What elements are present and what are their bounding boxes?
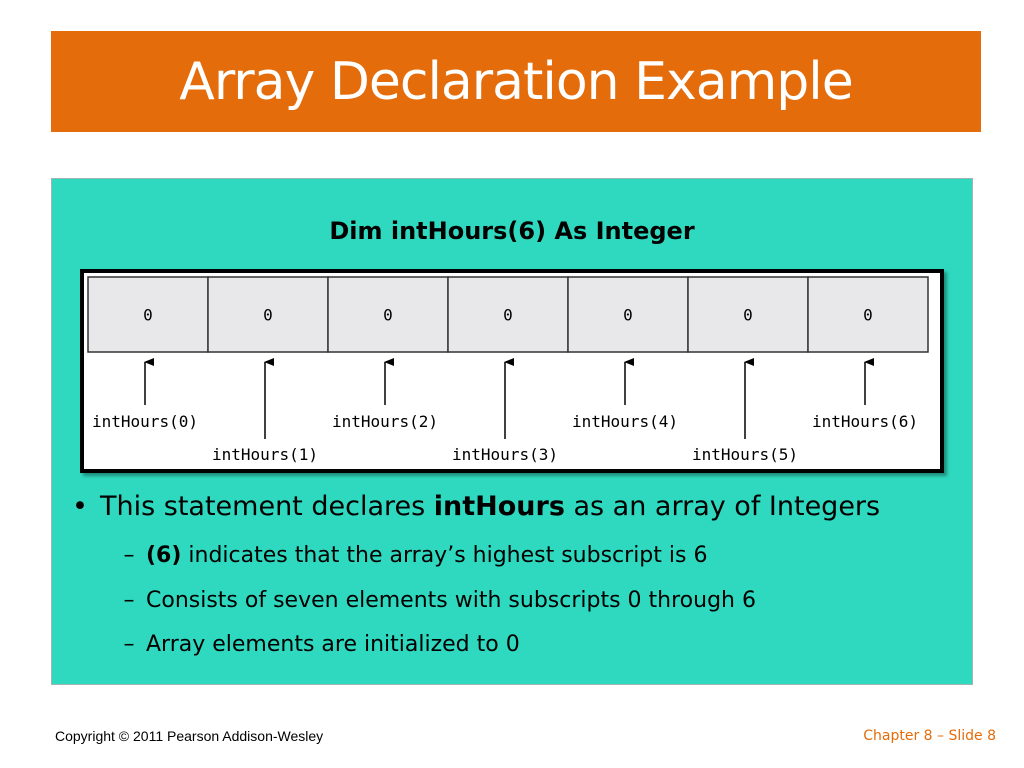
array-cell <box>567 276 689 353</box>
array-cell <box>327 276 449 353</box>
bullet-main: • This statement declares intHours as an … <box>60 491 880 522</box>
array-cell-value: 0 <box>623 306 633 325</box>
element-label: intHours(5) <box>692 445 798 464</box>
array-cell-value: 0 <box>863 306 873 325</box>
array-cell-value: 0 <box>503 306 513 325</box>
sub-bullet-1: –(6) indicates that the array’s highest … <box>112 543 708 568</box>
bullet-marker: • <box>72 491 88 522</box>
element-label: intHours(2) <box>332 412 438 431</box>
element-label: intHours(6) <box>812 412 918 431</box>
element-label: intHours(1) <box>212 445 318 464</box>
array-cell <box>807 276 929 353</box>
array-cell-value: 0 <box>383 306 393 325</box>
slide-title: Array Declaration Example <box>179 51 853 112</box>
footer-slide-number: Chapter 8 – Slide 8 <box>863 728 996 744</box>
array-cell <box>447 276 569 353</box>
bullet-text-after: as an array of Integers <box>564 491 881 522</box>
bullet-text-before: This statement declares <box>100 491 434 522</box>
title-bar: Array Declaration Example <box>51 31 981 132</box>
sub-bullet-3: –Array elements are initialized to 0 <box>112 632 520 657</box>
element-label: intHours(4) <box>572 412 678 431</box>
array-cell-value: 0 <box>143 306 153 325</box>
array-cell <box>687 276 809 353</box>
sub-bullet-2: –Consists of seven elements with subscri… <box>112 588 756 613</box>
array-cell-value: 0 <box>263 306 273 325</box>
array-cell-value: 0 <box>743 306 753 325</box>
code-line: Dim intHours(6) As Integer <box>329 217 695 245</box>
sub-bullet-dash: – <box>123 588 135 613</box>
sub-bullet-text: Consists of seven elements with subscrip… <box>146 588 756 613</box>
sub-bullet-text: indicates that the array’s highest subsc… <box>181 543 708 568</box>
array-diagram-svg: 0 intHours(0) 0 intHours(1) 0 intHours(2) 0 int… <box>87 276 929 464</box>
array-cell <box>207 276 329 353</box>
element-label: intHours(3) <box>452 445 558 464</box>
sub-bullet-bold: (6) <box>146 543 182 568</box>
array-diagram: 0 intHours(0) 0 intHours(1) 0 intHours(2) 0 int… <box>80 269 944 473</box>
sub-bullet-dash: – <box>123 543 135 568</box>
footer-copyright: Copyright © 2011 Pearson Addison-Wesley <box>55 728 324 744</box>
array-cell <box>87 276 209 353</box>
element-label: intHours(0) <box>92 412 198 431</box>
sub-bullet-text: Array elements are initialized to 0 <box>146 632 520 657</box>
sub-bullet-dash: – <box>123 632 135 657</box>
bullet-bold: intHours <box>433 491 565 522</box>
